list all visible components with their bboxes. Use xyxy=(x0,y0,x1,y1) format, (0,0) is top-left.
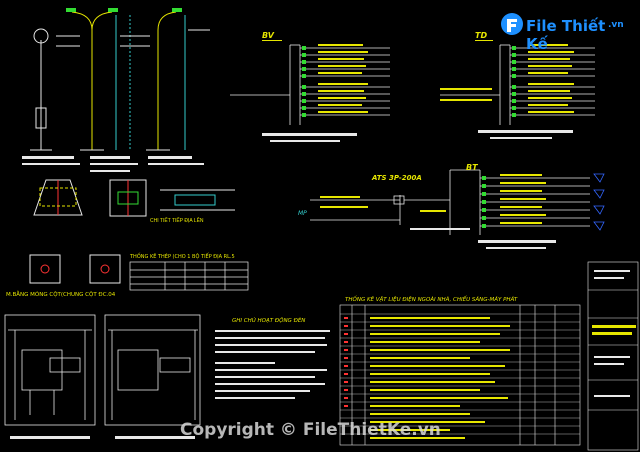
mp-label: MP xyxy=(298,210,307,217)
mong-label: M.BẰNG MÓNG CỘT(CHUNG CỘT ĐC.04 xyxy=(6,290,116,298)
control-diagram-left xyxy=(4,314,96,426)
panel-td-text-rows xyxy=(440,44,574,113)
control-caption-left xyxy=(10,436,90,439)
filethietke-logo: File Thiết Kế .vn xyxy=(500,12,624,53)
panel-bv-feeders xyxy=(230,47,390,116)
lamp-pole-elevations xyxy=(30,8,210,151)
logo-icon xyxy=(501,13,523,35)
notes-title: GHI CHÚ HOẠT ĐỘNG ĐÈN xyxy=(232,316,305,324)
title-block xyxy=(587,261,639,451)
material-table-rows xyxy=(340,313,580,435)
bt-text-rows xyxy=(320,174,546,224)
notes-block xyxy=(215,330,330,399)
chi-tiet-label: CHI TIẾT TIẾP ĐỊA LÊN xyxy=(150,216,204,224)
copyright-watermark: Copyright © FileThietKe.vn xyxy=(180,420,441,440)
panel-bv-caption xyxy=(262,133,357,136)
bt-feeders xyxy=(480,177,590,227)
material-table-title: THỐNG KÊ VẬT LIỆU ĐIỆN NGOÀI NHÀ, CHIẾU … xyxy=(345,295,518,303)
ats-diagram xyxy=(310,169,481,235)
steel-table-title: THỐNG KÊ THÉP (CHO 1 BỘ TIẾP ĐỊA RL.5 xyxy=(129,252,235,260)
panel-bv-label: BV xyxy=(262,31,275,40)
panel-td-label: TD xyxy=(475,31,487,40)
foundation-plans xyxy=(29,254,121,284)
panel-td-caption xyxy=(478,130,573,133)
steel-table xyxy=(129,261,249,291)
panel-td-feeders xyxy=(510,47,595,116)
foundation-details xyxy=(33,179,235,217)
pole-captions xyxy=(22,156,204,172)
panel-td-breakers xyxy=(512,46,516,117)
logo-text: File Thiết Kế xyxy=(526,17,606,53)
logo-suffix: .vn xyxy=(608,20,624,30)
material-table-index-marks xyxy=(344,317,348,407)
panel-bv-breakers xyxy=(302,46,306,117)
bt-breakers xyxy=(482,176,486,228)
panel-bv-text-rows xyxy=(318,44,368,113)
panel-bt-label: BT xyxy=(466,163,478,172)
ats-label: ATS 3P-200A xyxy=(371,174,422,182)
control-diagram-right xyxy=(104,314,201,426)
control-caption-right xyxy=(115,436,195,439)
material-table-grid xyxy=(339,304,581,446)
panel-bv-diagram xyxy=(289,44,301,125)
panel-td-diagram xyxy=(440,44,511,125)
panel-bt-caption xyxy=(478,240,556,243)
material-table-text xyxy=(370,317,510,439)
title-block-text xyxy=(592,270,636,397)
bt-outlet-symbols xyxy=(593,173,605,231)
